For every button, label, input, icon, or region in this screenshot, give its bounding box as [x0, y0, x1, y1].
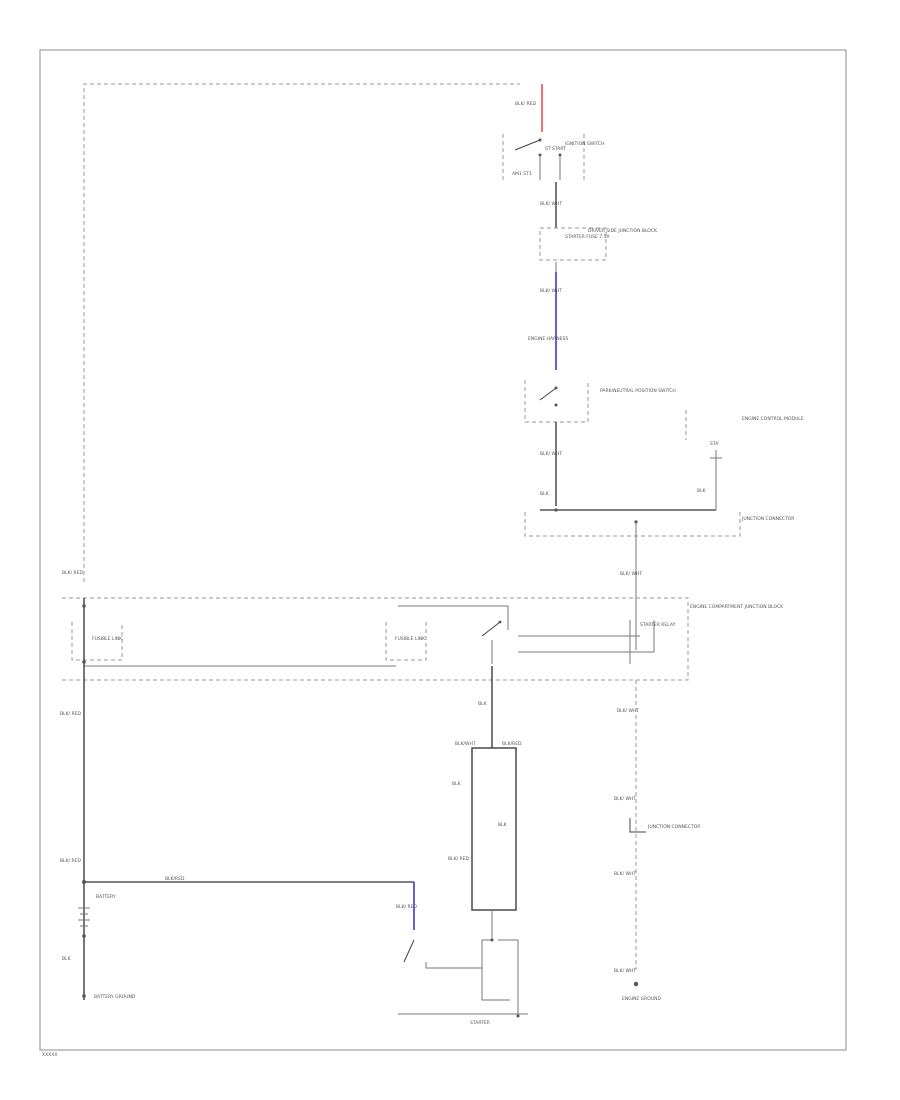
starter-label: STARTER [470, 1020, 490, 1026]
starter-solenoid-box: BLK/WHT BLK/RED BLK BLK BLK/ RED [448, 741, 522, 911]
junction-conn-label: JUNCTION CONNECTOR [741, 516, 794, 522]
engine-ground: BLK/ WHT ENGINE GROUND [614, 968, 661, 1002]
wire-jc-label: BLK/ WHT [620, 571, 642, 577]
wire-jc2-in-label: BLK/ WHT [614, 796, 636, 802]
ign-sw-pos-label: ST START [545, 146, 566, 152]
starter-box-r-label: BLK [498, 822, 508, 828]
neutral-position-switch: PARK/NEUTRAL POSITION SWITCH [524, 380, 676, 423]
diagram-frame [39, 49, 847, 1051]
wire-ign-out-label: BLK/ WHT [540, 201, 562, 207]
ign-sw-terms-label: AM1 ST1 [512, 171, 532, 177]
batt-label: BATTERY [96, 894, 116, 900]
fusible-link-mid: FUSIBLE LINK [385, 622, 427, 661]
batt-strap-label: BLK/RED [165, 876, 185, 882]
ign-sw-label: IGNITION SWITCH [565, 141, 605, 147]
neutral-sw-label: PARK/NEUTRAL POSITION SWITCH [600, 388, 676, 394]
fusible-link-left: FUSIBLE LINK [71, 604, 123, 664]
wire-ns-out-label: BLK/ WHT [540, 451, 562, 457]
wire-fuse-out-label: BLK/ WHT [540, 288, 562, 294]
jc2-label: JUNCTION CONNECTOR [647, 824, 700, 830]
wire-right-down-label: BLK/ WHT [617, 708, 639, 714]
fuse-left-label: FUSIBLE LINK [92, 636, 123, 642]
junction-connector-2: JUNCTION CONNECTOR BLK/ WHT BLK/ WHT [614, 796, 700, 877]
starter-box-top-r-label: BLK/RED [502, 741, 522, 747]
starter-relay-label: STARTER RELAY [640, 622, 676, 628]
footer-code: XXXXX [42, 1052, 57, 1058]
wire-ns-b-label: BLK [540, 491, 550, 497]
ground-label: ENGINE GROUND [622, 996, 661, 1002]
starter-relay: STARTER RELAY [398, 605, 676, 664]
engine-control-module: ENGINE CONTROL MODULE STA BLK [685, 410, 804, 510]
driver-junction-block: STARTER FUSE 7.5A DRIVER SIDE JUNCTION B… [539, 227, 658, 261]
fuse-block-label: DRIVER SIDE JUNCTION BLOCK [588, 228, 658, 234]
fuse-mid-label: FUSIBLE LINK [395, 636, 426, 642]
engine-ecm-label: ENGINE CONTROL MODULE [742, 416, 804, 422]
ecm-term-label: STA [710, 441, 719, 447]
batt-wire-b-label: BLK [62, 956, 72, 962]
wire-ecm-label: BLK [697, 488, 707, 494]
junction-connector: JUNCTION CONNECTOR [524, 508, 794, 537]
relay-block-label: ENGINE COMPARTMENT JUNCTION BLOCK [690, 604, 784, 610]
starter-motor: STARTER [398, 910, 528, 1026]
battery: BATTERY BLK BATTERY GROUND [62, 894, 136, 1000]
wire-left-down-label: BLK/ RED [60, 711, 81, 717]
batt-ground-label: BATTERY GROUND [94, 994, 136, 1000]
feed-wire-dashed [83, 83, 520, 582]
batt-wire-label: BLK/ RED [60, 858, 81, 864]
starter-box-top-l-label: BLK/WHT [455, 741, 476, 747]
wire-relay-out-label: BLK [478, 701, 488, 707]
engine-junction-block: BLK/ RED ENGINE COMPARTMENT JUNCTION BLO… [62, 570, 784, 681]
conn-ref-label: ENGINE HARNESS [528, 336, 568, 342]
fuse-label: STARTER FUSE 7.5A [565, 234, 610, 240]
relay-wire-left-label: BLK/ RED [62, 570, 83, 576]
wire-jc2-out-label: BLK/ WHT [614, 871, 636, 877]
ignition-switch: BLK/ RED IGNITION SWITCH ST START AM1 ST… [502, 84, 605, 180]
starter-box-l-label: BLK [452, 781, 462, 787]
starter-box-wire-label: BLK/ RED [448, 856, 469, 862]
starter-wire-blue-label: BLK/ RED [396, 904, 417, 910]
ground-wire-label: BLK/ WHT [614, 968, 636, 974]
ign-sw-wire-label: BLK/ RED [515, 101, 536, 107]
